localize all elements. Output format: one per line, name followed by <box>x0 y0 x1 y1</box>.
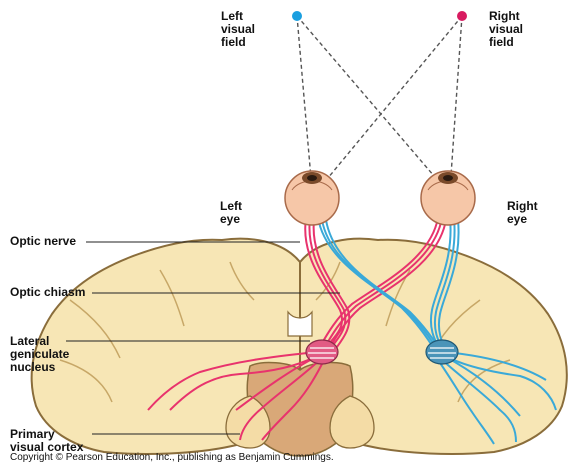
left-eye <box>285 171 339 225</box>
left-visual-field-label: Left visual field <box>221 10 255 49</box>
left-eye-label: Left eye <box>220 200 242 226</box>
copyright-notice: Copyright © Pearson Education, Inc., pub… <box>10 452 334 463</box>
optic-nerve-label: Optic nerve <box>10 235 76 248</box>
right-eye <box>421 171 475 225</box>
sight-lines <box>297 16 462 190</box>
optic-chiasm-label: Optic chiasm <box>10 286 85 299</box>
lateral-geniculate-nucleus-label: Lateral geniculate nucleus <box>10 335 69 374</box>
right-visual-field-label: Right visual field <box>489 10 523 49</box>
primary-visual-cortex-label: Primary visual cortex <box>10 428 83 454</box>
blue-dot-icon <box>292 11 302 21</box>
red-dot-icon <box>457 11 467 21</box>
right-eye-label: Right eye <box>507 200 538 226</box>
